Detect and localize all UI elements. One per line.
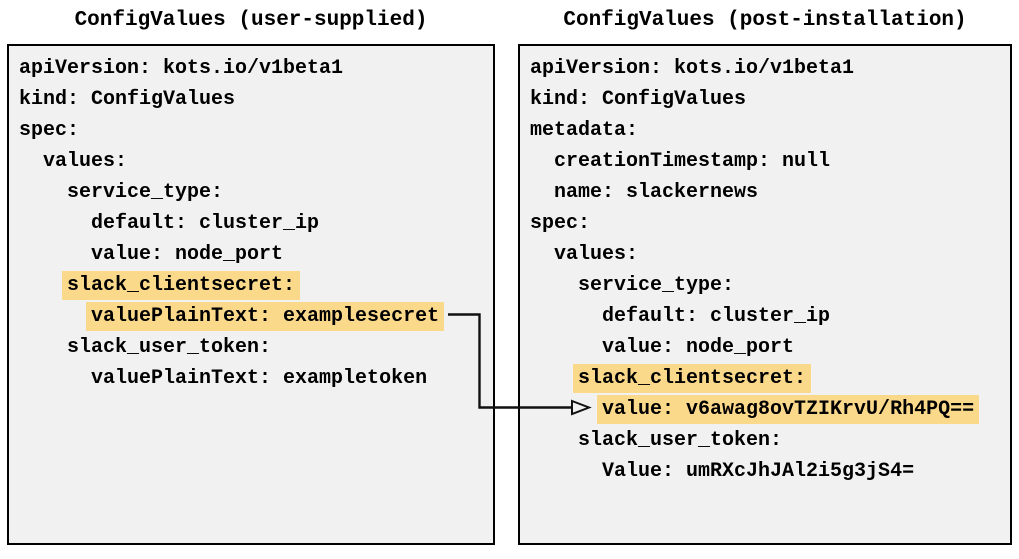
- highlighted-yaml-line: valuePlainText: examplesecret: [19, 301, 493, 332]
- yaml-line: valuePlainText: exampletoken: [91, 367, 428, 390]
- yaml-line: name: slackernews: [554, 181, 759, 204]
- panel-title-user-supplied: ConfigValues (user-supplied): [74, 9, 428, 32]
- yaml-line: metadata:: [530, 119, 639, 142]
- config-box-post-installation: apiVersion: kots.io/v1beta1 kind: Config…: [518, 44, 1012, 545]
- yaml-line: default: cluster_ip: [602, 305, 831, 328]
- highlighted-yaml-line: slack_clientsecret:: [19, 270, 493, 301]
- yaml-line: spec:: [530, 212, 591, 235]
- yaml-line: slack_user_token:: [67, 336, 272, 359]
- config-box-user-supplied: apiVersion: kots.io/v1beta1 kind: Config…: [7, 44, 495, 545]
- panel-title-post-installation: ConfigValues (post-installation): [563, 9, 967, 32]
- highlighted-yaml-line: slack_clientsecret:: [530, 363, 1010, 394]
- yaml-line: values:: [43, 150, 128, 173]
- yaml-line: apiVersion: kots.io/v1beta1: [530, 57, 855, 80]
- highlighted-yaml-line: value: v6awag8ovTZIKrvU/Rh4PQ==: [530, 394, 1010, 425]
- yaml-line: default: cluster_ip: [91, 212, 320, 235]
- yaml-line: spec:: [19, 119, 80, 142]
- yaml-line: slack_user_token:: [578, 429, 783, 452]
- yaml-line: creationTimestamp: null: [554, 150, 831, 173]
- yaml-line: values:: [554, 243, 639, 266]
- yaml-line: Value: umRXcJhJAl2i5g3jS4=: [602, 460, 915, 483]
- yaml-line: kind: ConfigValues: [530, 88, 747, 111]
- yaml-line: apiVersion: kots.io/v1beta1: [19, 57, 344, 80]
- yaml-line: value: node_port: [91, 243, 284, 266]
- yaml-line: value: node_port: [602, 336, 795, 359]
- yaml-line: service_type:: [67, 181, 224, 204]
- yaml-line: service_type:: [578, 274, 735, 297]
- yaml-line: kind: ConfigValues: [19, 88, 236, 111]
